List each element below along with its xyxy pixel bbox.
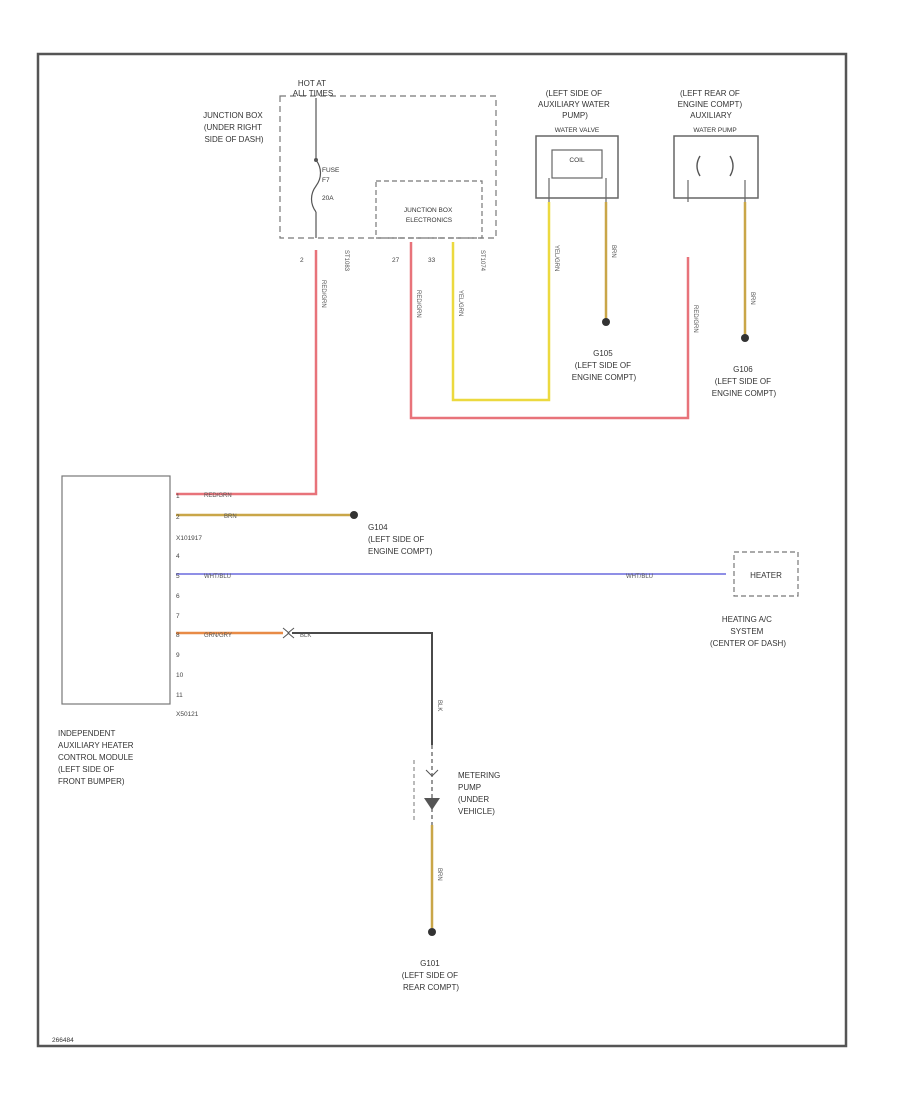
- aux-pump-box: [673, 135, 759, 199]
- ground-g101-label: G101 (LEFT SIDE OF REAR COMPT): [402, 959, 461, 992]
- ground-g104-icon: [350, 511, 358, 519]
- jb-pin-27: 27: [392, 257, 400, 264]
- wire-label-red-jb27: RED/GRN: [415, 290, 421, 318]
- aux-pump-name: WATER PUMP: [693, 127, 736, 134]
- control-module-label: INDEPENDENT AUXILIARY HEATER CONTROL MOD…: [58, 729, 136, 786]
- jb-connector-2: ST1074: [479, 250, 485, 272]
- jb-pin-2: 2: [300, 257, 304, 264]
- water-valve-coil-label: COIL: [569, 157, 585, 164]
- aux-pump-location-label: (LEFT REAR OF ENGINE COMPT) AUXILIARY: [678, 89, 745, 120]
- wire-label-tan-pump: BRN: [749, 292, 755, 305]
- wire-label-red-pump: RED/GRN: [692, 305, 698, 333]
- jb-pin-33: 33: [428, 257, 436, 264]
- wire-label-black-vert: BLK: [436, 700, 442, 711]
- metering-pump-label: METERING PUMP (UNDER VEHICLE): [458, 771, 502, 816]
- metering-pump-coil-icon: [424, 798, 440, 810]
- fuse-label: FUSE F7 20A: [322, 167, 341, 202]
- module-pin-7: 7: [176, 613, 180, 620]
- wire-label-blue-module: WHT/BLU: [204, 574, 231, 580]
- module-pin-1: 1: [176, 493, 180, 500]
- ground-g105-icon: [602, 318, 610, 326]
- ground-g105-label: G105 (LEFT SIDE OF ENGINE COMPT): [572, 349, 637, 382]
- wire-label-yellow-valve: YEL/GRN: [553, 245, 559, 271]
- module-pin-2: 2: [176, 514, 180, 521]
- water-valve-location-label: (LEFT SIDE OF AUXILIARY WATER PUMP): [538, 89, 612, 120]
- wire-label-black-horiz: BLK: [300, 633, 311, 639]
- water-valve-coil: [551, 149, 603, 179]
- wire-label-red-ctrl: RED/GRN: [204, 493, 232, 499]
- figure-code: 266484: [52, 1037, 74, 1044]
- ground-g106-label: G106 (LEFT SIDE OF ENGINE COMPT): [712, 365, 777, 398]
- module-pin-9: 9: [176, 652, 180, 659]
- wire-yellow-water-valve: [451, 202, 551, 402]
- module-pin-4: 4: [176, 553, 180, 560]
- heater-box: [733, 551, 799, 597]
- wire-label-tan-ctrl: BRN: [224, 514, 237, 520]
- ground-g101-icon: [428, 928, 436, 936]
- module-pin-8: 8: [176, 632, 180, 639]
- motor-icon: [696, 155, 734, 177]
- wire-red-aux-pump: [409, 242, 690, 420]
- hot-at-label: HOT AT ALL TIMES: [293, 79, 333, 98]
- wire-red-module-feed: [176, 250, 318, 496]
- wire-label-tan-valve: BRN: [610, 245, 616, 258]
- wire-label-yellow-jb: YEL/GRN: [457, 290, 463, 316]
- wire-label-red-vert: RED/GRN: [320, 280, 326, 308]
- module-pin-10: 10: [176, 672, 184, 679]
- control-module-box: [61, 475, 171, 705]
- wire-label-orange: GRN/GRY: [204, 633, 232, 639]
- diagram-frame: [36, 52, 848, 1048]
- metering-pump-connector-icon: [425, 769, 439, 777]
- wire-label-tan-metering: BRN: [436, 868, 442, 881]
- module-pin-6: 6: [176, 593, 180, 600]
- wire-label-blue-heater: WHT/BLU: [626, 574, 653, 580]
- module-connector-b: X50121: [176, 711, 199, 718]
- module-pin-11: 11: [176, 692, 183, 699]
- fuse-icon: [310, 159, 322, 213]
- module-connector-a: X101917: [176, 535, 202, 542]
- water-valve-box: [535, 135, 619, 199]
- junction-box-label: JUNCTION BOX (UNDER RIGHT SIDE OF DASH): [203, 111, 265, 144]
- water-valve-name: WATER VALVE: [555, 127, 600, 134]
- heater-box-label: HEATER: [750, 571, 782, 580]
- junction-box: [279, 95, 497, 239]
- ground-g104-label: G104 (LEFT SIDE OF ENGINE COMPT): [368, 523, 433, 556]
- heater-system-label: HEATING A/C SYSTEM (CENTER OF DASH): [710, 615, 786, 648]
- fuse-dot-icon: [314, 158, 318, 162]
- jb-connector-1: ST1083: [343, 250, 349, 272]
- ground-g106-icon: [741, 334, 749, 342]
- junction-box-electronics-label: JUNCTION BOX ELECTRONICS: [404, 207, 454, 224]
- wire-black-metering: [292, 632, 433, 745]
- module-pin-5: 5: [176, 573, 180, 580]
- inline-connector-icon: [282, 627, 295, 639]
- junction-box-electronics: [375, 180, 483, 239]
